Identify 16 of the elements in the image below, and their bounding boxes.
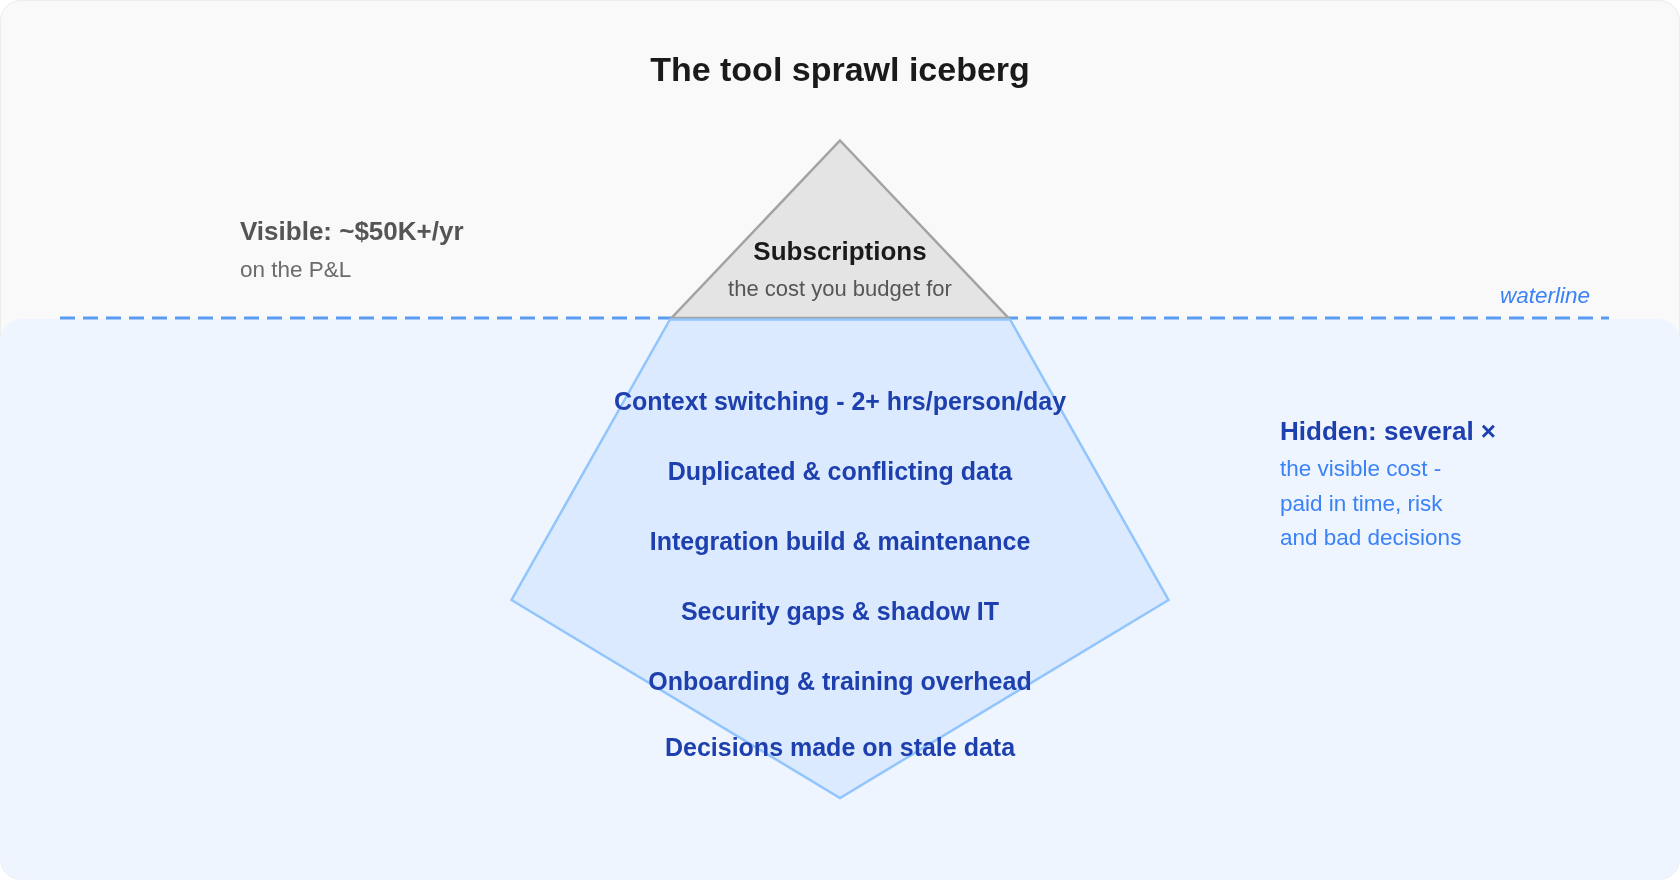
- hidden-cost-text: Onboarding & training overhead: [648, 666, 1032, 696]
- hidden-cost-text: Decisions made on stale data: [664, 732, 1016, 762]
- diagram-title: The tool sprawl iceberg: [650, 49, 1030, 89]
- iceberg-underwater-pentagon: [510, 318, 1170, 800]
- hidden-cost-text: Context switching - 2+ hrs/person/day: [613, 386, 1067, 416]
- hidden-cost-text: Integration build & maintenance: [649, 526, 1031, 556]
- tip-heading: Subscriptions: [753, 235, 927, 267]
- visible-cost-heading: Visible: ~$50K+/yr: [240, 215, 464, 247]
- hidden-cost-text: Security gaps & shadow IT: [680, 596, 1000, 626]
- visible-cost-note: on the P&L: [240, 257, 352, 283]
- hidden-cost-heading: Hidden: several ×: [1280, 415, 1497, 447]
- hidden-cost-text: Duplicated & conflicting data: [667, 456, 1013, 486]
- tip-caption: the cost you budget for: [728, 276, 952, 302]
- iceberg-tip-triangle: [670, 139, 1010, 319]
- waterline-label: waterline: [1500, 283, 1591, 309]
- hidden-cost-note: the visible cost - paid in time, risk and bad decisions: [1280, 455, 1463, 552]
